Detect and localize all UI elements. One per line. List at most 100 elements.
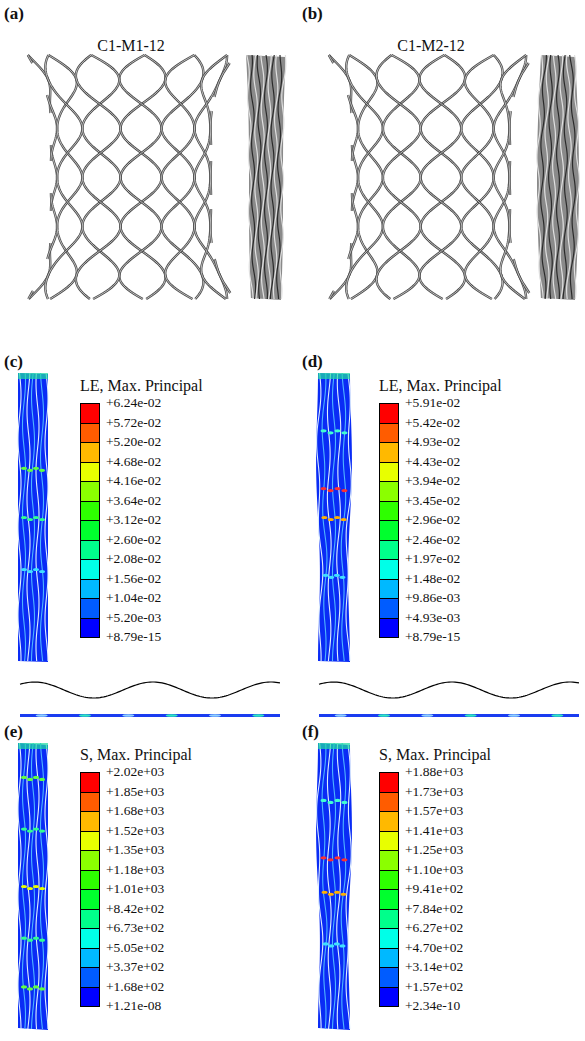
stent-strut-highlight <box>376 55 420 299</box>
stent-strut <box>162 55 195 299</box>
strip-hotspot <box>79 714 91 717</box>
strain-contour <box>18 373 48 662</box>
strut-wave-outline <box>319 682 579 698</box>
colorbar-value: +1.85e+03 <box>106 784 164 800</box>
colorbar-value: +3.14e+02 <box>405 959 463 975</box>
legend-title: LE, Max. Principal <box>80 376 203 396</box>
stress-hotspot <box>334 891 340 894</box>
stent-strut-highlight <box>194 55 227 299</box>
stress-hotspot <box>33 937 39 940</box>
contour-strut <box>41 743 44 1029</box>
stress-hotspot <box>328 489 334 492</box>
stent-strut <box>28 55 32 63</box>
colorbar-value: +1.57e+02 <box>405 979 463 995</box>
stent-strut <box>210 111 211 145</box>
colorbar-swatch <box>80 811 100 832</box>
stent-strut-highlight <box>329 291 334 299</box>
colorbar-swatch <box>80 967 100 988</box>
contour-body <box>316 373 352 662</box>
colorbar-swatch <box>379 462 399 483</box>
stent-strut-highlight <box>28 55 32 63</box>
stent-strut-highlight <box>513 63 528 97</box>
colorbar-swatch <box>379 540 399 561</box>
stress-hotspot <box>21 467 27 470</box>
strip-hotspot <box>465 714 477 717</box>
colorbar-swatch <box>379 987 399 1008</box>
colorbar-swatch <box>379 928 399 949</box>
stress-hotspot <box>33 776 39 779</box>
stent-strut-highlight <box>346 55 383 299</box>
colorbar-value: +4.93e-03 <box>405 610 460 626</box>
legend-title: S, Max. Principal <box>80 745 192 765</box>
stress-hotspot <box>27 570 33 573</box>
stent-strut-highlight <box>210 161 212 195</box>
colorbar-value: +1.97e-02 <box>405 551 460 567</box>
colorbar-swatch <box>80 403 100 424</box>
colorbar-value: +8.79e-15 <box>405 629 460 645</box>
colorbar-value: +5.72e-02 <box>106 415 161 431</box>
colorbar-value: +1.68e+02 <box>106 979 164 995</box>
stent-strut <box>514 259 530 293</box>
stress-hotspot <box>334 516 340 519</box>
stent-strut-highlight <box>509 161 511 195</box>
colorbar-value: +3.94e-02 <box>405 473 460 489</box>
colorbar-value: +7.84e+02 <box>405 901 463 917</box>
side-view-strut <box>265 55 268 299</box>
colorbar-value: +2.08e-02 <box>106 551 161 567</box>
stent-strut <box>329 55 352 113</box>
stress-hotspot <box>322 891 328 894</box>
stent-strut-highlight <box>162 55 204 299</box>
colorbar-swatch <box>80 987 100 1008</box>
stress-hotspot <box>27 987 33 990</box>
contour-body <box>316 743 352 1030</box>
stress-hotspot <box>39 987 45 990</box>
stress-hotspot <box>339 576 345 579</box>
stent-strut <box>82 55 120 299</box>
stent-strut-highlight <box>47 193 57 259</box>
side-view-strut <box>257 55 261 299</box>
stent-strut <box>210 209 211 243</box>
contour-strut <box>18 743 21 1029</box>
colorbar-swatch <box>379 889 399 910</box>
panel-label: (e) <box>4 722 23 742</box>
stress-hotspot <box>27 518 33 521</box>
panel-label: (b) <box>302 4 323 24</box>
stress-hotspot <box>341 489 347 492</box>
stress-hotspot <box>328 801 334 804</box>
colorbar-value: +8.42e+02 <box>106 901 164 917</box>
stress-hotspot <box>321 856 327 859</box>
colorbar-value: +5.91e-02 <box>405 395 460 411</box>
stent-strut-highlight <box>349 55 383 299</box>
colorbar-swatch <box>379 618 399 639</box>
colorbar-swatch <box>379 772 399 793</box>
panel-label: (a) <box>4 4 24 24</box>
stent-strut <box>509 209 510 243</box>
contour-strut <box>45 373 48 661</box>
stent-strut <box>119 55 161 299</box>
stress-hotspot <box>321 799 327 802</box>
stress-hotspot <box>33 828 39 831</box>
stent-strut <box>194 55 227 299</box>
side-view-body <box>246 55 286 300</box>
stress-hotspot <box>21 937 27 940</box>
stress-hotspot <box>328 893 334 896</box>
colorbar-value: +1.04e-02 <box>106 590 161 606</box>
stent-strut-highlight <box>210 111 211 145</box>
colorbar-value: +8.79e-15 <box>106 629 161 645</box>
stress-hotspot <box>321 429 327 432</box>
contour-strut <box>41 373 44 661</box>
stress-hotspot <box>334 856 340 859</box>
stress-hotspot <box>27 469 33 472</box>
stent-strut-highlight <box>509 209 510 243</box>
colorbar-swatch <box>80 870 100 891</box>
contour-strut <box>333 743 336 1029</box>
side-view-strut <box>553 55 556 299</box>
colorbar-value: +5.20e-03 <box>106 610 161 626</box>
stress-hotspot <box>21 516 27 519</box>
stent-strut-highlight <box>461 55 502 299</box>
contour-strut <box>337 743 341 1029</box>
strip-hotspot <box>166 714 178 717</box>
stress-hotspot <box>39 570 45 573</box>
colorbar-swatch <box>80 481 100 502</box>
